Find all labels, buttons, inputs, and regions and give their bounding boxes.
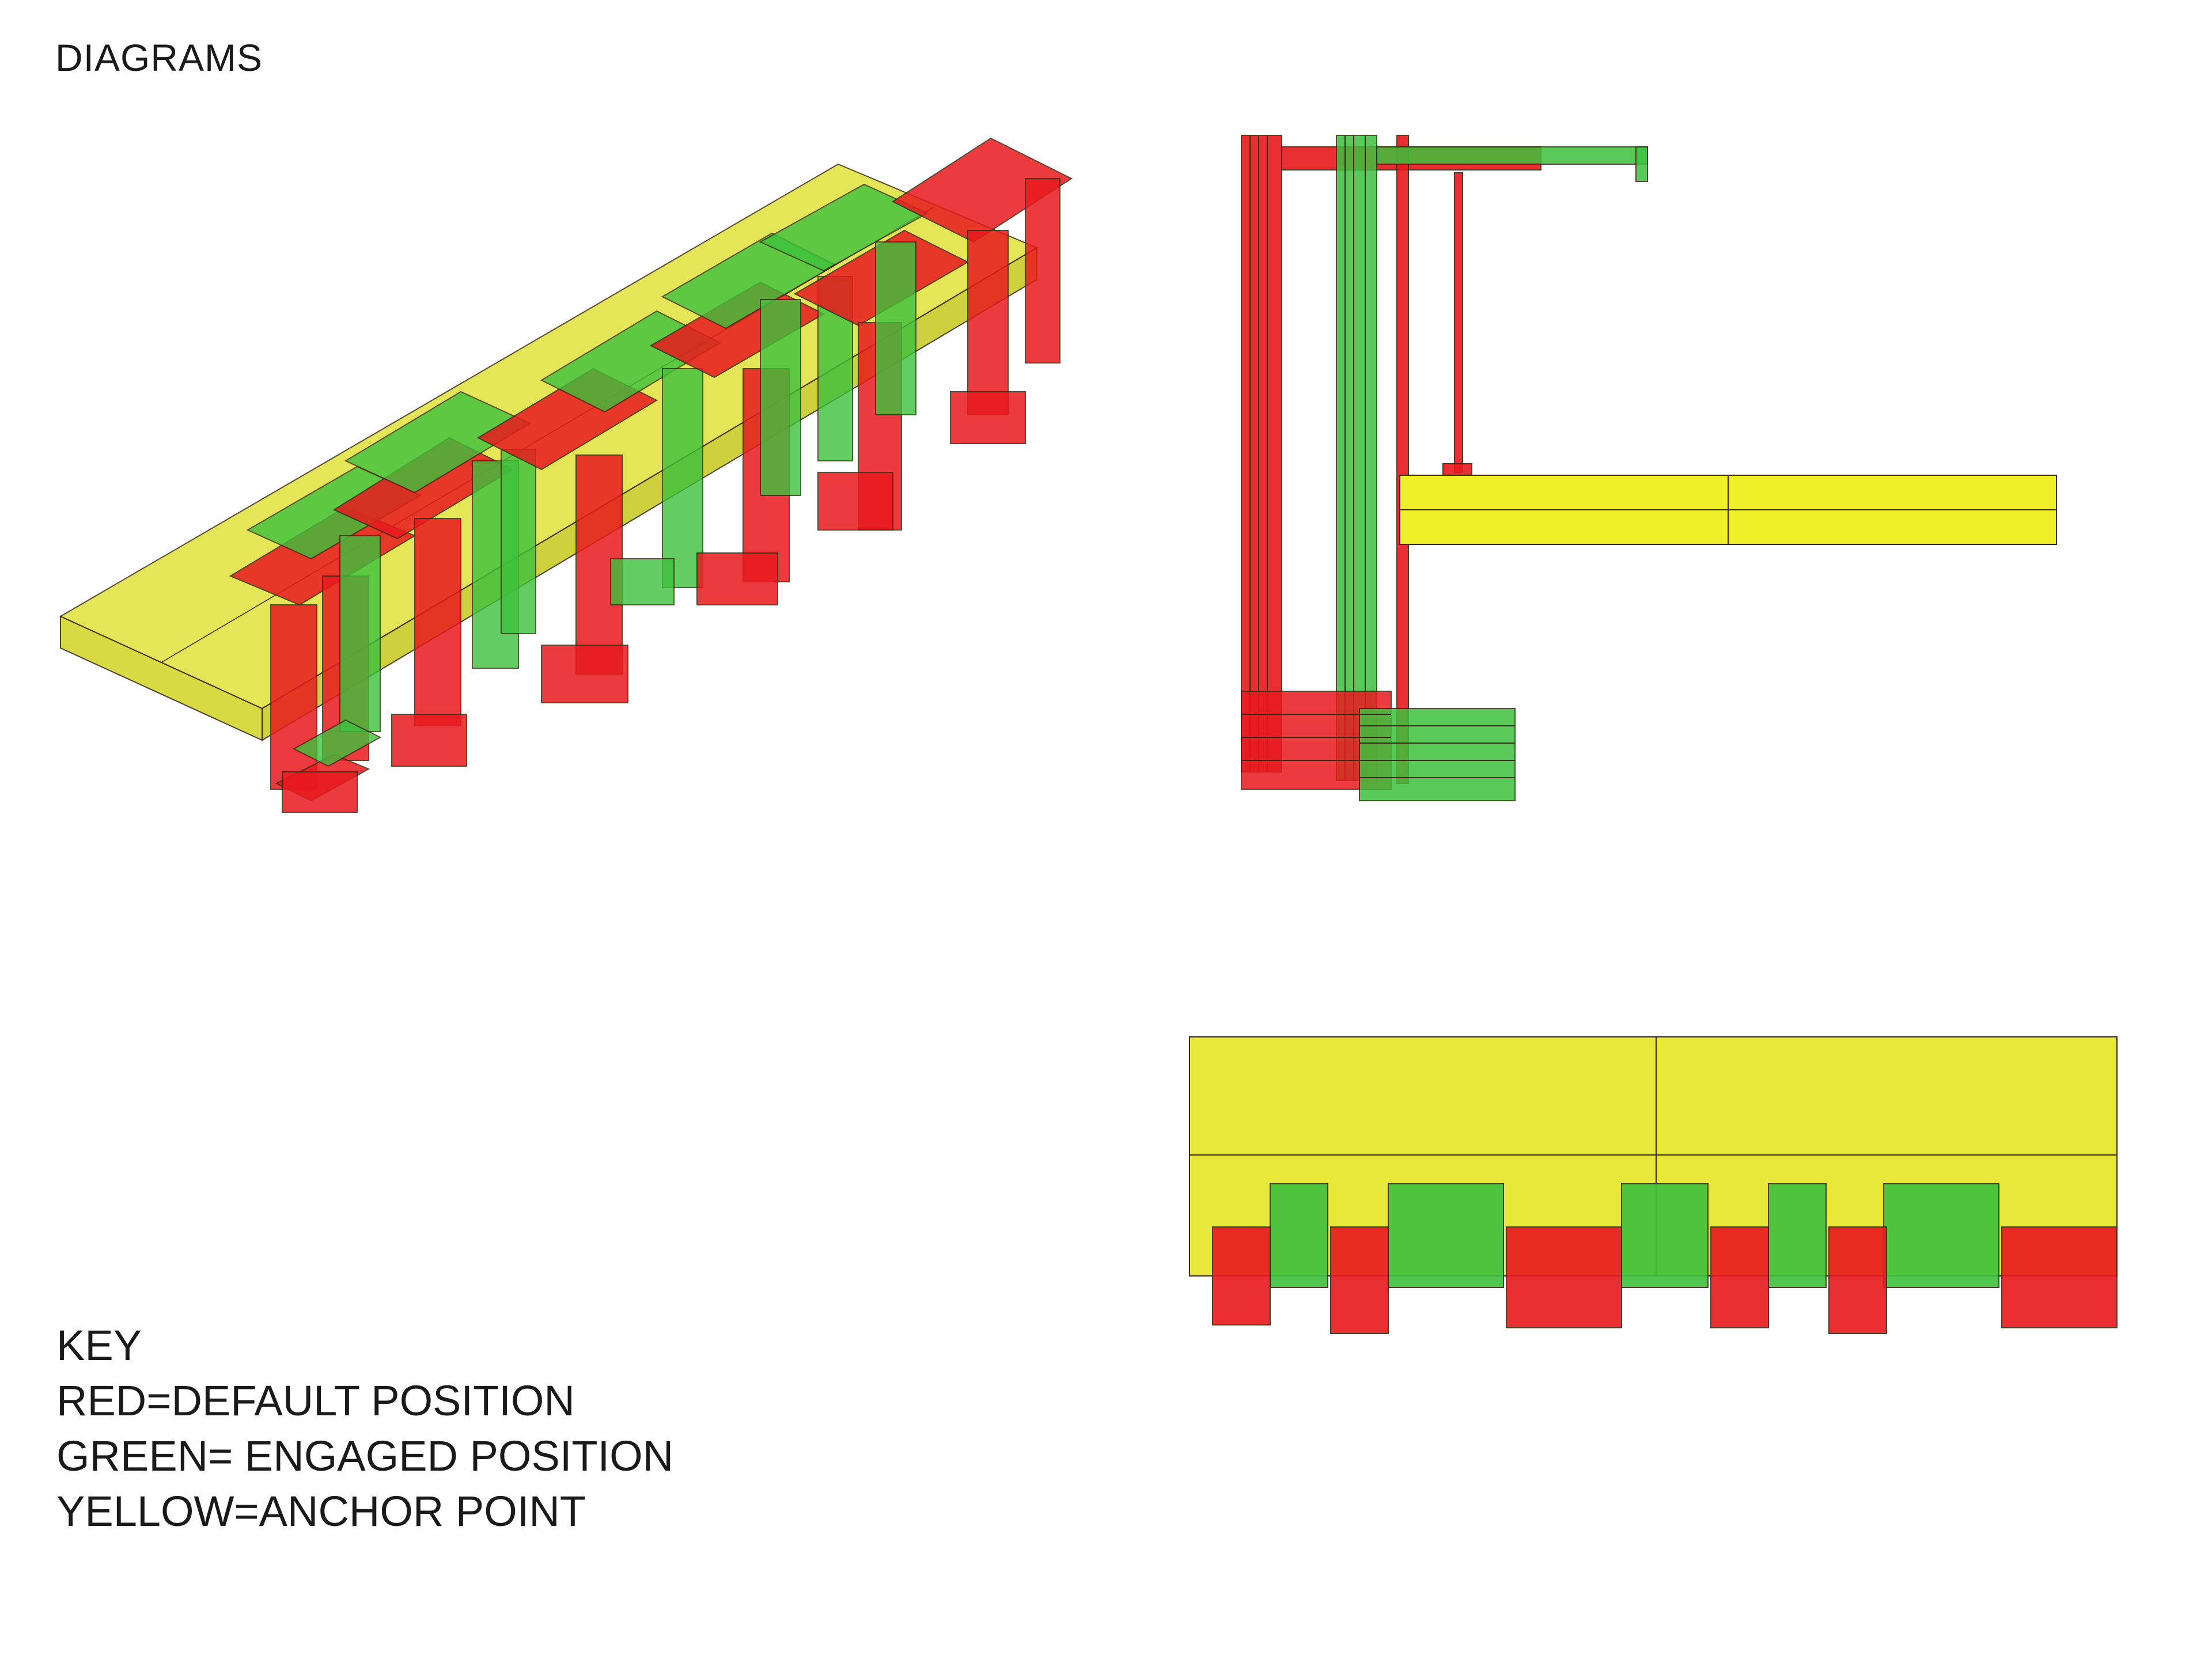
section-red-post (1241, 135, 1282, 772)
plan-view (1189, 1036, 2118, 1334)
iso-module-3-red (332, 437, 514, 767)
legend-heading: KEY (56, 1321, 142, 1369)
legend-item-green: GREEN= ENGAGED POSITION (56, 1432, 674, 1480)
plan-red-blocks (1212, 1226, 2118, 1334)
section-green-clamp (1359, 708, 1516, 801)
iso-module-10-green (759, 183, 929, 415)
legend-item-red: RED=DEFAULT POSITION (56, 1377, 575, 1425)
iso-module-11-red (891, 137, 1073, 444)
section-red-inner-post (1396, 135, 1409, 784)
section-green-post (1336, 135, 1377, 781)
isometric-view (59, 137, 1073, 813)
legend-key: KEY RED=DEFAULT POSITION GREEN= ENGAGED … (56, 1318, 673, 1539)
page-title: DIAGRAMS (55, 36, 263, 79)
section-red-hanger (1454, 172, 1463, 473)
plan-green-blocks (1270, 1183, 1999, 1288)
section-green-top-beam (1376, 146, 1648, 165)
section-view (1241, 135, 2057, 801)
legend-item-yellow: YELLOW=ANCHOR POINT (56, 1487, 586, 1535)
iso-module-4-green (344, 391, 536, 669)
